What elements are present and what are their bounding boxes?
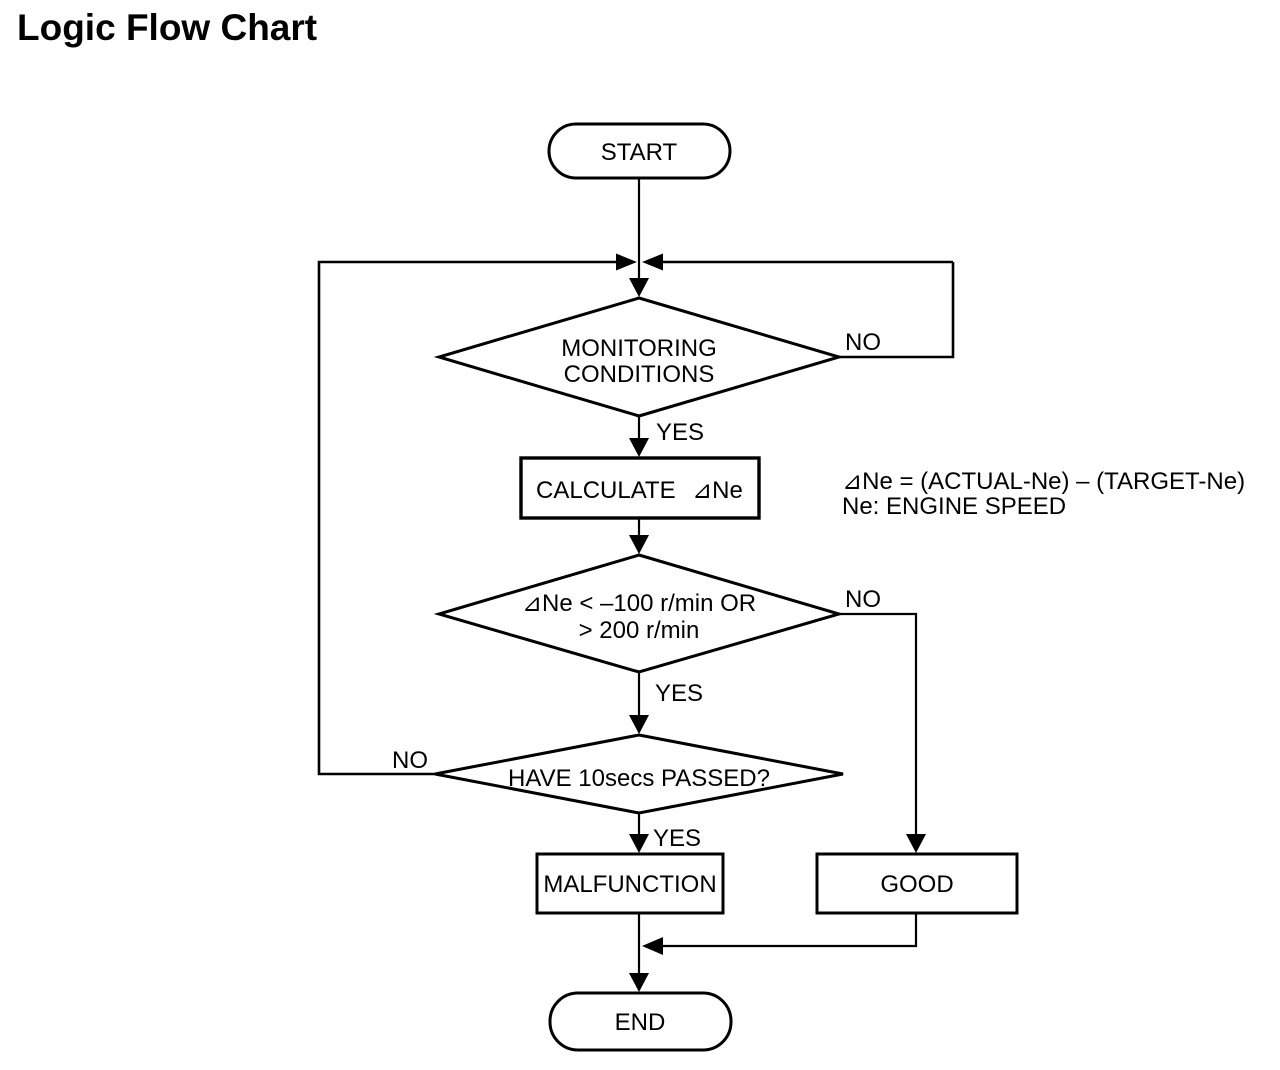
threshold-yes-label: YES	[655, 680, 703, 707]
calculate-dne-box	[519, 456, 761, 520]
end-node	[548, 991, 733, 1052]
arrowhead-into-threshold	[629, 535, 649, 554]
monitoring-conditions-diamond	[433, 296, 845, 418]
monitoring-label-line1: MONITORING	[561, 335, 717, 362]
arrowhead-into-end	[629, 973, 649, 992]
dne-formula-annotation: ⊿Ne = (ACTUAL-Ne) – (TARGET-Ne)	[842, 468, 1245, 495]
arrowhead-junction-right	[642, 253, 663, 271]
arrowhead-into-good	[906, 834, 926, 853]
malfunction-box	[535, 852, 725, 915]
passed-yes-label: YES	[653, 825, 701, 852]
edge-passed-no-loop	[317, 260, 617, 776]
start-node	[547, 122, 732, 180]
arrowhead-junction-left	[616, 253, 637, 271]
monitoring-label-line2: CONDITIONS	[564, 361, 715, 388]
arrowhead-into-monitoring	[629, 278, 649, 297]
good-box	[815, 852, 1019, 915]
edge-threshold-no	[839, 612, 918, 837]
monitoring-no-label: NO	[845, 329, 881, 356]
calculate-variable: ⊿Ne	[692, 477, 743, 504]
dne-threshold-diamond	[433, 553, 845, 674]
monitoring-yes-label: YES	[656, 419, 704, 446]
good-label: GOOD	[880, 871, 953, 898]
end-label: END	[615, 1009, 666, 1036]
start-label: START	[601, 139, 678, 166]
arrowhead-into-malfunction	[629, 834, 649, 853]
threshold-label-line2: > 200 r/min	[579, 617, 700, 644]
edge-monitoring-no-loop	[839, 262, 955, 359]
threshold-no-label: NO	[845, 586, 881, 613]
page-title: Logic Flow Chart	[17, 7, 317, 48]
edge-good-to-merge	[662, 913, 918, 948]
ten-secs-passed-diamond	[434, 733, 844, 815]
calculate-label: CALCULATE	[536, 477, 676, 504]
malfunction-label: MALFUNCTION	[543, 871, 716, 898]
ne-definition-annotation: Ne: ENGINE SPEED	[842, 493, 1066, 520]
arrowhead-merge-left	[642, 937, 663, 955]
passed-label: HAVE 10secs PASSED?	[508, 765, 770, 792]
threshold-label-line1: ⊿Ne < –100 r/min OR	[522, 590, 756, 617]
arrowhead-into-passed	[629, 715, 649, 734]
arrowhead-into-calculate	[629, 438, 649, 457]
passed-no-label: NO	[392, 747, 428, 774]
